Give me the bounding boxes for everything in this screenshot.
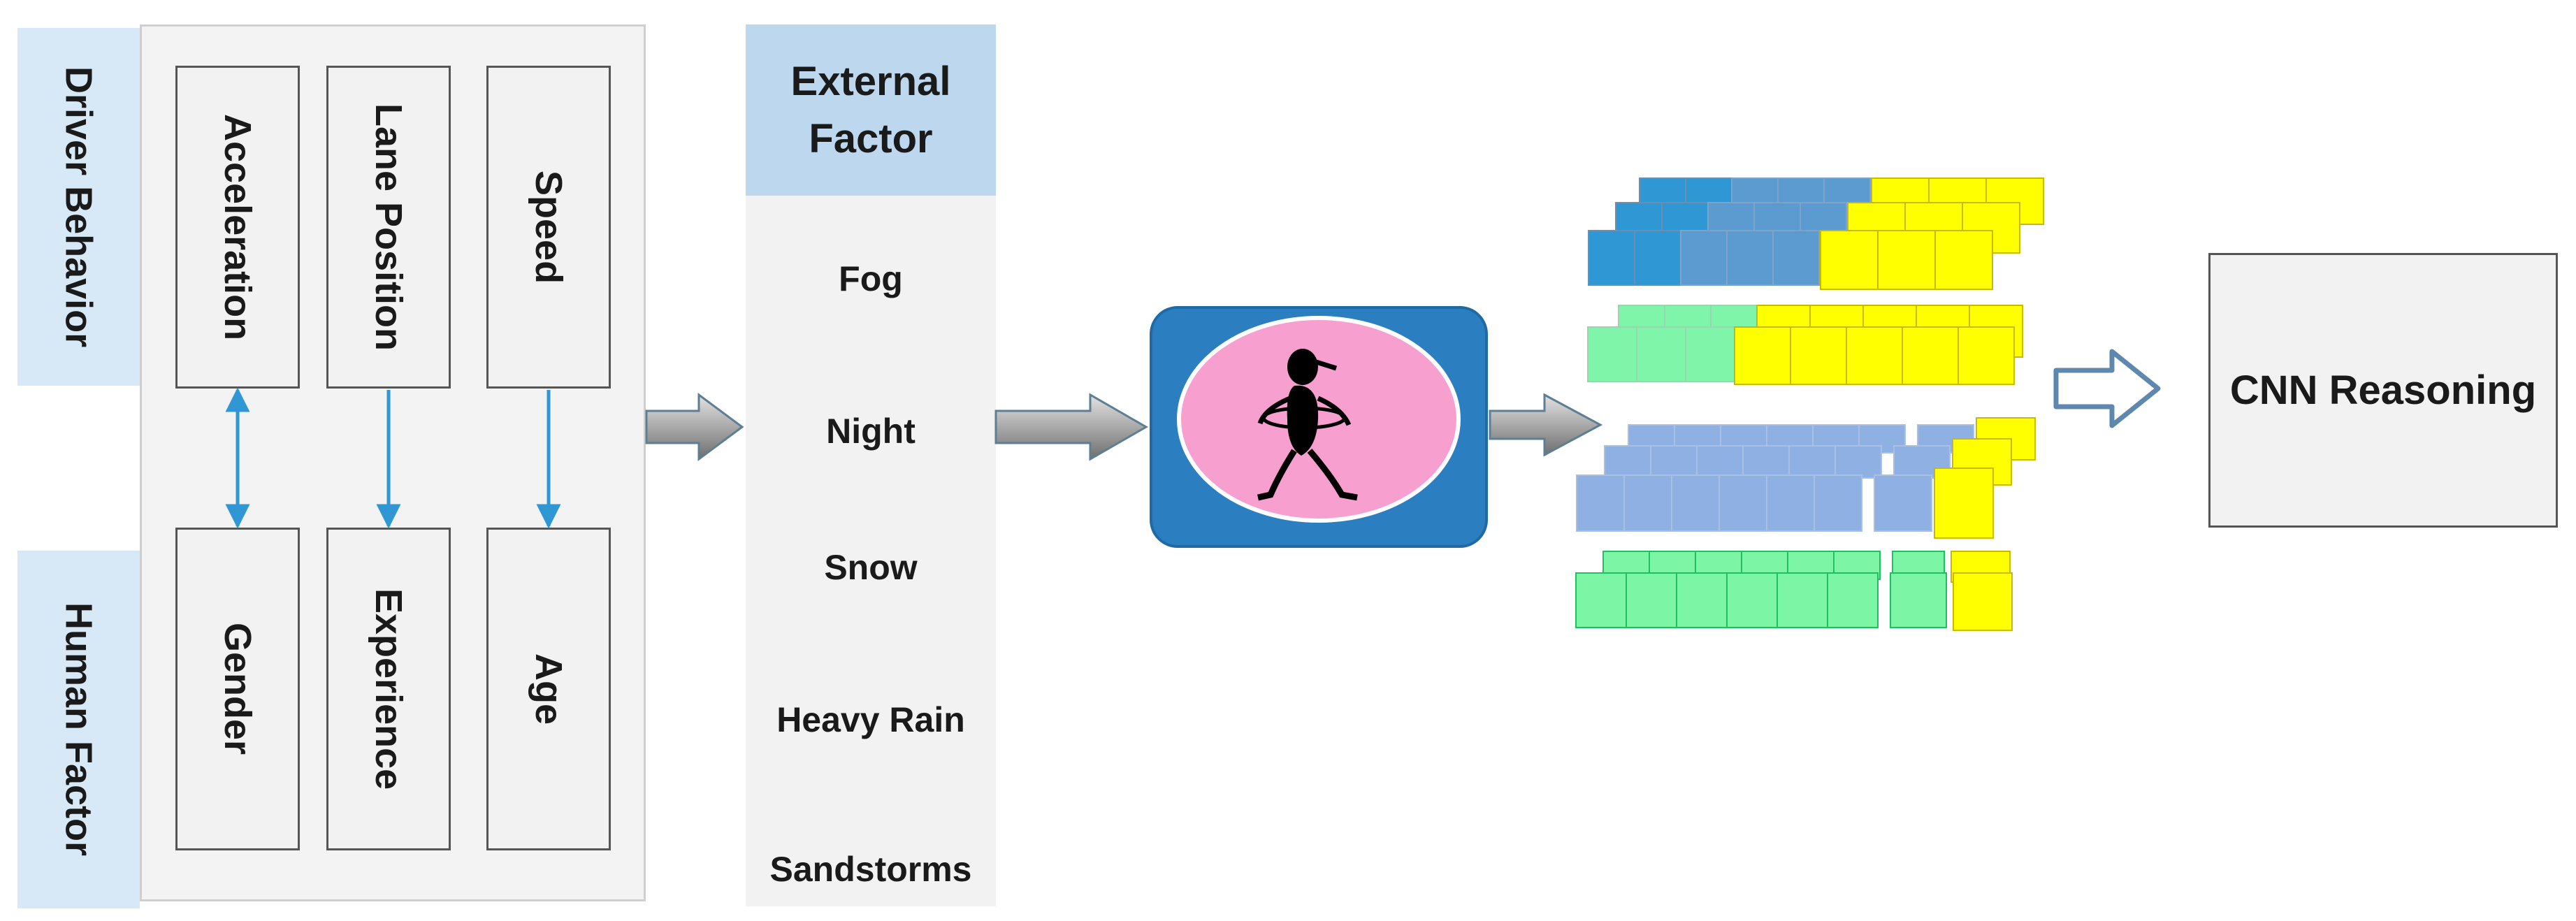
feature-cell [1634,230,1681,286]
feature-cell [1902,326,1959,385]
hula-hoop-figure-icon [1150,306,1488,548]
feature-cell [1814,474,1862,532]
feature-cell [1671,474,1720,532]
external-item-sandstorms: Sandstorms [769,850,972,889]
gray-block-arrow-icon [994,393,1149,461]
lane-position-box: Lane Position [326,66,451,389]
external-item-night: Night [826,412,916,451]
age-label: Age [528,653,570,725]
feature-cell [1827,572,1879,628]
blue-outline-arrow-icon [2053,349,2161,428]
feature-cell [1958,326,2015,385]
feature-cell [1636,326,1686,382]
speed-label: Speed [528,170,570,284]
cnn-reasoning-label: CNN Reasoning [2229,368,2537,413]
cnn-reasoning-box: CNN Reasoning [2208,253,2558,528]
external-item-snow: Snow [824,548,918,587]
gray-block-arrow-icon [645,393,744,461]
feature-cell [1685,326,1735,382]
feature-cell [1626,572,1677,628]
external-factor-title-line2: Factor [809,115,933,161]
acceleration-box: Acceleration [175,66,300,389]
gender-box: Gender [175,528,300,850]
human-factor-text: Human Factor [57,602,100,857]
gray-block-arrow-icon [1489,393,1603,457]
acceleration-label: Acceleration [217,113,259,341]
feature-cell [1788,445,1836,479]
external-factor-header: External Factor [746,24,996,196]
external-factor-panel: External Factor Fog Night Snow Heavy Rai… [746,24,996,906]
speed-box: Speed [486,66,611,389]
feature-cell [1680,230,1728,286]
feature-cell [1734,326,1791,385]
gender-label: Gender [217,623,259,755]
feature-cell [1718,474,1767,532]
feature-cell [1953,572,2013,631]
feature-cell [1604,445,1651,479]
feature-cell [1726,230,1774,286]
feature-cell [1575,572,1627,628]
feature-cell [1623,474,1672,532]
feature-cell [1934,467,1994,539]
external-item-heavy-rain: Heavy Rain [776,700,965,739]
feature-cell [1696,445,1744,479]
driver-behavior-text: Driver Behavior [57,66,100,348]
feature-cell [1790,326,1847,385]
experience-label: Experience [368,588,410,790]
feature-cell [1726,572,1778,628]
feature-cell [1772,230,1820,286]
driver-behavior-label: Driver Behavior [17,28,140,386]
feature-cell [1877,230,1936,290]
feature-cell [1890,572,1947,628]
human-factor-label: Human Factor [17,551,140,908]
feature-cell [1846,326,1903,385]
feature-cell [1874,474,1932,532]
age-box: Age [486,528,611,850]
feature-cell [1820,230,1879,290]
experience-box: Experience [326,528,451,850]
external-item-fog: Fog [839,259,903,298]
feature-cell [1934,230,1993,290]
feature-cell [1650,445,1698,479]
feature-map-stacks [1575,177,2044,631]
feature-cell [1766,474,1815,532]
feature-cell [1588,230,1635,286]
feature-cell [1835,445,1882,479]
feature-cell [1676,572,1728,628]
feature-cell [1777,572,1828,628]
lane-position-label: Lane Position [368,103,410,351]
external-factor-title-line1: External [790,58,951,104]
feature-cell [1576,474,1625,532]
feature-cell [1587,326,1637,382]
feature-cell [1742,445,1790,479]
